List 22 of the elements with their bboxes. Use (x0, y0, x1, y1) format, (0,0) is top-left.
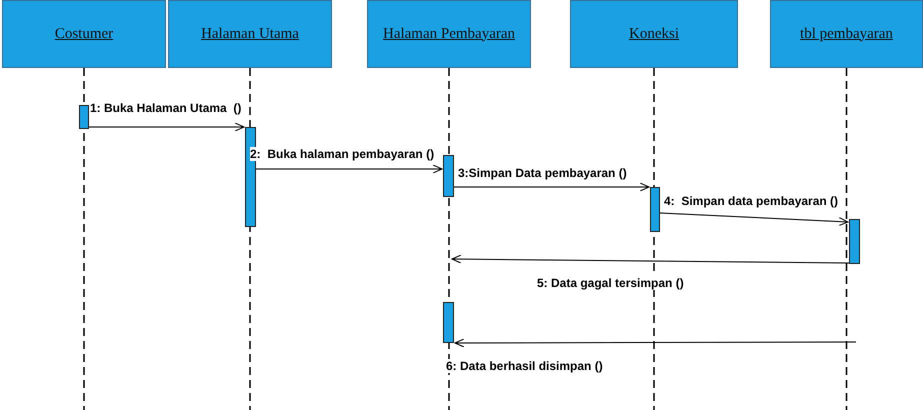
edge-label: 2: Buka halaman pembayaran () (250, 147, 434, 161)
activation-bar (443, 155, 454, 197)
message-arrow (452, 254, 850, 264)
lifeline-header: Costumer (2, 0, 166, 68)
activation-bar (79, 105, 89, 129)
activation-bar (443, 302, 454, 343)
edge-label: 6: Data berhasil disimpan () (446, 359, 603, 373)
lifeline-header: Halaman Pembayaran (367, 0, 531, 68)
edge-label: 3:Simpan Data pembayaran () (458, 166, 627, 180)
edge-label: 4: Simpan data pembayaran () (664, 194, 838, 208)
activation-bar (650, 187, 660, 232)
lifeline-header: tbl pembayaran (770, 0, 923, 68)
lifeline-header: Halaman Utama (168, 0, 332, 68)
message-arrow (660, 212, 848, 226)
message-arrow (88, 122, 244, 132)
edge-label: 5: Data gagal tersimpan () (537, 276, 684, 290)
message-arrow (256, 164, 442, 174)
message-arrow (454, 338, 856, 348)
activation-bar (849, 219, 860, 264)
edge-label: 1: Buka Halaman Utama () (90, 101, 242, 115)
lifeline-header: Koneksi (570, 0, 738, 68)
message-arrow (454, 182, 650, 192)
